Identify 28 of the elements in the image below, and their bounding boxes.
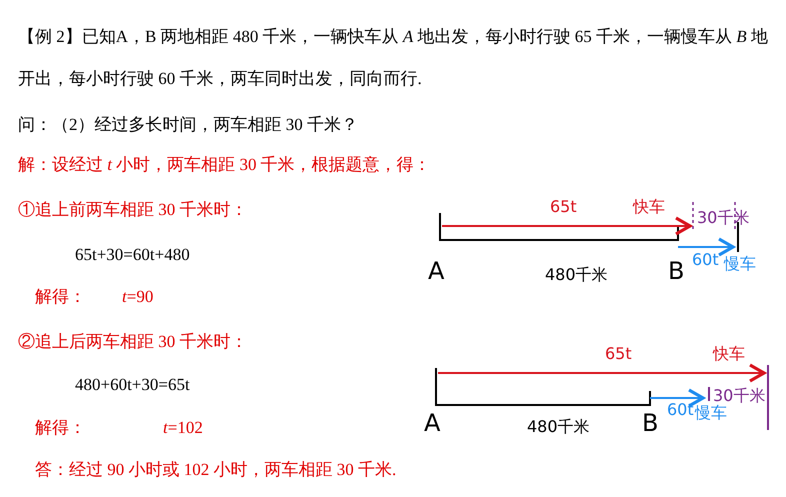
segment-label: 慢车 — [695, 402, 727, 424]
problem-text: 【例 2】已知A，B 两地相距 480 千米，一辆快车从 A 地出发，每小时行驶 65 千米，一辆慢车从 B 地开出，每小时行驶 60 千米，两车同时出发，同向而行. — [18, 26, 769, 90]
answer-text: 答：经过 90 小时或 102 小时，两车相距 30 千米. — [35, 459, 396, 481]
solution-label: 解得： — [35, 417, 86, 439]
result: t=90 — [122, 286, 154, 308]
segment-label: 快车 — [713, 343, 745, 365]
segment-label: 60t — [692, 249, 719, 271]
segment-label: 65t — [605, 343, 632, 365]
segment-label: 30千米 — [697, 207, 750, 229]
point-label: B — [668, 260, 684, 282]
equation: 480+60t+30=65t — [75, 374, 190, 396]
point-label: B — [642, 412, 658, 434]
point-label: A — [428, 260, 444, 282]
result: t=102 — [163, 417, 203, 439]
question-text: 问：（2）经过多长时间，两车相距 30 千米？ — [18, 114, 358, 136]
case-heading: ①追上前两车相距 30 千米时： — [18, 199, 248, 221]
segment-label: 60t — [667, 399, 694, 421]
case-heading: ②追上后两车相距 30 千米时： — [18, 331, 248, 353]
point-label: A — [424, 412, 440, 434]
segment-label: 快车 — [633, 196, 665, 218]
segment-label: 480千米 — [545, 264, 608, 286]
segment-label: 65t — [550, 196, 577, 218]
segment-label: 480千米 — [527, 416, 590, 438]
segment-label: 慢车 — [724, 253, 756, 275]
solution-text: 解：设经过 t 小时，两车相距 30 千米，根据题意，得： — [18, 154, 431, 176]
equation: 65t+30=60t+480 — [75, 244, 190, 266]
solution-label: 解得： — [35, 286, 86, 308]
segment-label: 30千米 — [713, 385, 766, 405]
